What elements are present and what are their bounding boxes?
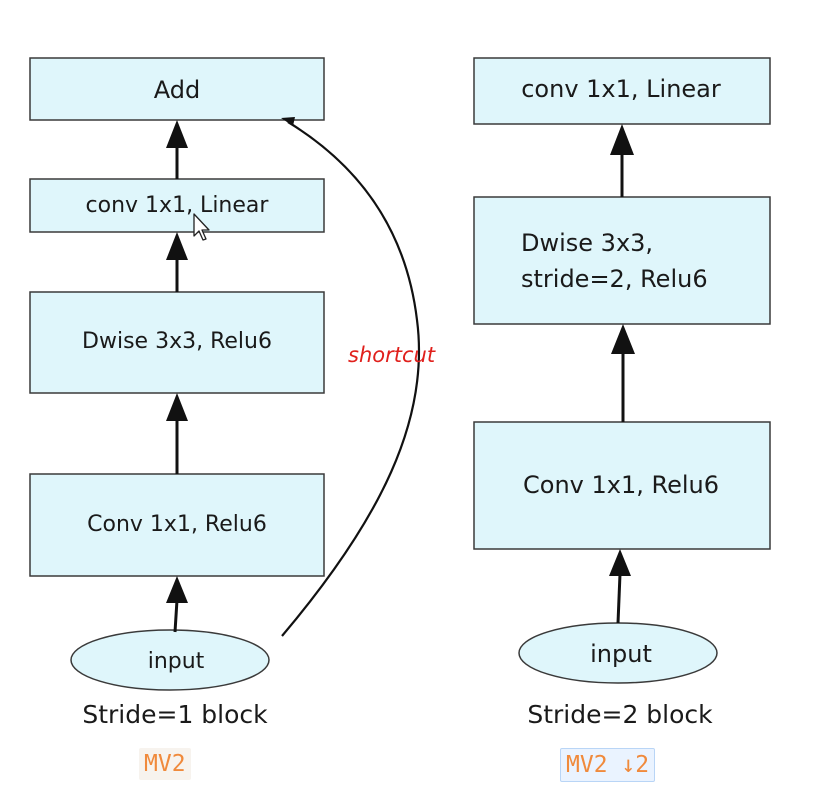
add-label: Add <box>154 76 200 104</box>
arrow-conv-to-dwise <box>166 393 188 474</box>
stride1-block: Add conv 1x1, Linear Dwise 3x3, Relu6 Co… <box>29 57 436 729</box>
dwise-label: Dwise 3x3, Relu6 <box>82 329 272 354</box>
stride1-caption: Stride=1 block <box>82 700 268 729</box>
arrow-input-to-conv <box>166 576 188 633</box>
arrow-dwise-to-linear-right <box>610 124 634 197</box>
conv-linear-box <box>29 178 325 233</box>
conv-relu-box-right <box>473 421 771 550</box>
dwise-label-right-line1: Dwise 3x3, <box>521 229 653 257</box>
conv-linear-box-right <box>473 57 771 125</box>
dwise-label-right-line2: stride=2, Relu6 <box>521 265 708 293</box>
input-label-right: input <box>590 640 652 668</box>
mv2-downsample-tag[interactable]: MV2 ↓2 <box>560 748 656 782</box>
conv-relu-box <box>29 473 325 577</box>
shortcut-connection <box>281 117 421 637</box>
mouse-cursor-icon <box>193 213 210 241</box>
arrow-input-to-conv-right <box>609 549 631 624</box>
stride2-block: conv 1x1, Linear Dwise 3x3, stride=2, Re… <box>473 57 771 729</box>
conv-linear-label-right: conv 1x1, Linear <box>521 75 721 103</box>
conv-relu-label: Conv 1x1, Relu6 <box>87 512 267 537</box>
stride2-caption: Stride=2 block <box>527 700 713 729</box>
input-ellipse <box>70 629 270 691</box>
mv2-tag[interactable]: MV2 <box>139 748 191 780</box>
shortcut-label: shortcut <box>348 343 436 367</box>
dwise-box-right <box>473 196 771 325</box>
arrow-conv-to-dwise-right <box>611 324 635 422</box>
input-label: input <box>148 649 205 674</box>
add-box <box>29 57 325 121</box>
arrow-linear-to-add <box>166 120 188 179</box>
arrow-dwise-to-linear <box>166 232 188 292</box>
conv-linear-label: conv 1x1, Linear <box>86 193 270 218</box>
conv-relu-label-right: Conv 1x1, Relu6 <box>523 471 719 499</box>
